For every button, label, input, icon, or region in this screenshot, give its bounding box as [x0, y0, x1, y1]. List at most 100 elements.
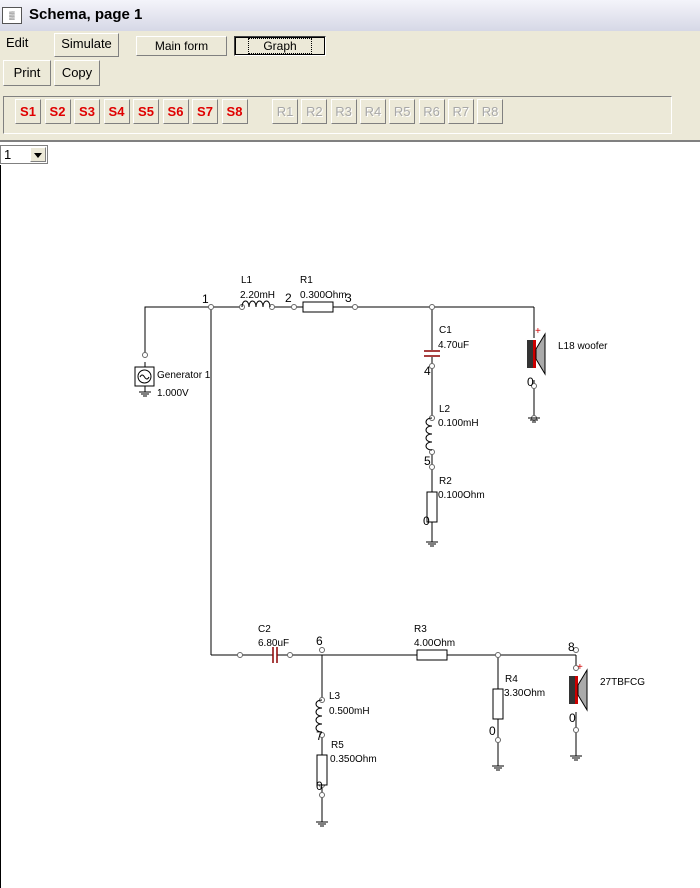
canvas-left-border: [0, 165, 1, 888]
L3-name: L3: [329, 691, 341, 702]
slot-button-r6[interactable]: R6: [418, 99, 445, 124]
R2-name: R2: [439, 476, 452, 487]
ground-icon: [570, 755, 582, 761]
connection-point: [573, 665, 579, 671]
ground-icon: [492, 765, 504, 771]
slot-button-s4[interactable]: S4: [103, 99, 130, 124]
speaker-cone-icon: [577, 668, 588, 712]
L2-value: 0.100mH: [438, 418, 479, 429]
connection-point: [495, 652, 501, 658]
R4-name: R4: [505, 674, 518, 685]
slot-button-r4[interactable]: R4: [359, 99, 386, 124]
generator-name: Generator 1: [157, 370, 211, 381]
R1-value: 0.300Ohm: [300, 290, 347, 301]
wire: [144, 306, 242, 355]
inductor-L3[interactable]: [315, 699, 323, 733]
speaker-woofer[interactable]: +: [527, 326, 546, 376]
connection-point: [287, 652, 293, 658]
slot-button-s8[interactable]: S8: [221, 99, 248, 124]
capacitor-C1[interactable]: [424, 350, 440, 357]
slot-button-s6[interactable]: S6: [162, 99, 189, 124]
speaker-magnet: [527, 340, 533, 368]
resistor-R4[interactable]: [492, 688, 504, 720]
slot-button-r8[interactable]: R8: [477, 99, 504, 124]
connection-point: [573, 727, 579, 733]
ground-icon: [316, 821, 328, 827]
slot-button-s3[interactable]: S3: [74, 99, 100, 124]
page-select[interactable]: 1: [0, 145, 48, 164]
slot-button-r1[interactable]: R1: [272, 99, 298, 124]
C1-value: 4.70uF: [438, 340, 469, 351]
labels: 1 2 3 4 5 0 0 6 7 0 0 8 0 Generator 1 1.…: [157, 275, 645, 793]
speaker-coil: [575, 676, 578, 704]
connection-point: [142, 352, 148, 358]
menu-edit[interactable]: Edit: [6, 35, 29, 50]
connection-point: [319, 647, 325, 653]
sine-icon: [139, 374, 150, 380]
R1-name: R1: [300, 275, 313, 286]
speaker-coil: [533, 340, 536, 368]
connection-point: [429, 304, 435, 310]
inductor-L1[interactable]: [241, 300, 271, 308]
node-label: 2: [285, 291, 292, 305]
slot-button-s5[interactable]: S5: [133, 99, 159, 124]
R3-value: 4.00Ohm: [414, 638, 455, 649]
generator-value: 1.000V: [157, 388, 189, 399]
connection-point: [573, 647, 579, 653]
main-form-button[interactable]: Main form: [136, 36, 227, 56]
R5-name: R5: [331, 740, 344, 751]
L2-name: L2: [439, 404, 451, 415]
print-button[interactable]: Print: [3, 60, 51, 86]
C2-name: C2: [258, 624, 271, 635]
speaker-plus-icon: +: [577, 662, 583, 673]
L1-name: L1: [241, 275, 253, 286]
connection-point: [352, 304, 358, 310]
window-title: Schema, page 1: [29, 6, 143, 23]
node-label: 4: [424, 364, 431, 378]
speaker-cone-icon: [535, 332, 546, 376]
C2-value: 6.80uF: [258, 638, 289, 649]
slot-button-r2[interactable]: R2: [301, 99, 328, 124]
coil-icon: [315, 699, 323, 733]
node-label: 0: [489, 724, 496, 738]
capacitor-C2[interactable]: [272, 647, 278, 663]
copy-button[interactable]: Copy: [54, 60, 100, 86]
menu-simulate[interactable]: Simulate: [54, 33, 119, 57]
resistor-R1[interactable]: [302, 301, 334, 313]
app-icon[interactable]: ▒: [2, 7, 22, 24]
node-label: 0: [527, 375, 534, 389]
connection-point: [291, 304, 297, 310]
R5-value: 0.350Ohm: [330, 754, 377, 765]
inductor-L2[interactable]: [425, 417, 433, 451]
node-label: 7: [316, 729, 323, 743]
schematic-canvas[interactable]: + + 1 2 3 4 5 0 0 6 7 0 0 8 0 Generator …: [0, 142, 700, 888]
slot-panel-inner: [3, 96, 672, 134]
slot-button-r7[interactable]: R7: [447, 99, 474, 124]
slot-button-s1[interactable]: S1: [15, 99, 41, 124]
speaker-tweeter[interactable]: +: [569, 662, 588, 712]
node-label: 8: [568, 640, 575, 654]
connection-point: [429, 363, 435, 369]
page-select-value: 1: [4, 147, 12, 162]
graph-button[interactable]: Graph: [234, 36, 326, 56]
R2-value: 0.100Ohm: [438, 490, 485, 501]
L3-value: 0.500mH: [329, 706, 370, 717]
generator-circle: [137, 369, 152, 384]
L1-value: 2.20mH: [240, 290, 275, 301]
resistor-R2[interactable]: [426, 491, 438, 523]
slot-button-s7[interactable]: S7: [192, 99, 218, 124]
slot-button-r3[interactable]: R3: [330, 99, 357, 124]
chevron-down-icon[interactable]: [30, 147, 46, 162]
tweeter-name: 27TBFCG: [600, 677, 645, 688]
resistor-R5[interactable]: [316, 754, 328, 786]
connection-point: [531, 383, 537, 389]
node-label: 6: [316, 634, 323, 648]
speaker-plus-icon: +: [535, 326, 541, 337]
resistor-R3[interactable]: [416, 649, 448, 661]
slot-button-r5[interactable]: R5: [389, 99, 416, 124]
speaker-magnet: [569, 676, 575, 704]
slot-button-s2[interactable]: S2: [44, 99, 71, 124]
title-bar: ▒ Schema, page 1: [0, 0, 700, 32]
generator-symbol[interactable]: [134, 366, 155, 397]
